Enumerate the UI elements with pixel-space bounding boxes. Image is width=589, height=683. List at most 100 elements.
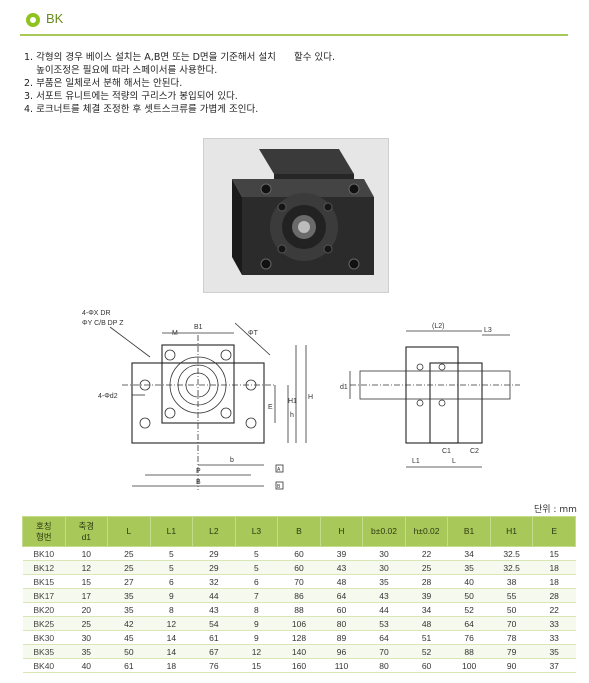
table-cell: 14 [150, 630, 193, 645]
table-cell: 12 [235, 644, 278, 659]
table-cell: 15 [65, 574, 108, 589]
dim-m-label: M [172, 330, 178, 337]
table-cell: BK40 [22, 658, 66, 673]
table-cell: 60 [320, 602, 363, 617]
column-header: B1 [447, 516, 491, 547]
table-cell: BK15 [22, 574, 66, 589]
table-cell: 15 [532, 546, 576, 561]
table-cell: 18 [532, 574, 576, 589]
table-cell: 6 [150, 574, 193, 589]
column-header: H [319, 516, 364, 547]
dim-h-label: H [308, 394, 313, 401]
table-cell: 28 [532, 588, 576, 603]
table-cell: 12 [150, 616, 193, 631]
header-divider [20, 34, 568, 36]
dim-p-label: P [196, 468, 201, 475]
table-cell: 8 [235, 602, 278, 617]
table-cell: 88 [447, 644, 491, 659]
dim-h-small-label: h [290, 412, 294, 419]
callout-1: 4-ΦX DR [82, 310, 111, 317]
table-cell: 35 [107, 602, 151, 617]
table-cell: 40 [65, 658, 108, 673]
column-header: H1 [489, 516, 534, 547]
table-cell: 29 [192, 560, 236, 575]
table-cell: 110 [320, 658, 363, 673]
table-cell: 25 [107, 560, 151, 575]
table-cell: 64 [447, 616, 491, 631]
table-cell: 61 [107, 658, 151, 673]
table-cell: 5 [150, 546, 193, 561]
table-cell: 70 [490, 616, 533, 631]
dim-l1-label: L1 [412, 458, 420, 465]
bk-support-unit-image [204, 139, 388, 292]
table-cell: 38 [490, 574, 533, 589]
section-bullet-icon [26, 13, 40, 27]
table-cell: 64 [320, 588, 363, 603]
table-cell: 12 [65, 560, 108, 575]
front-view: B1 M ΦT E h H1 H b P B A B [122, 322, 313, 490]
table-cell: 15 [235, 658, 278, 673]
table-cell: 6 [235, 574, 278, 589]
table-cell: 34 [405, 602, 448, 617]
section-header: BK [20, 6, 568, 36]
dim-b1-label: B1 [194, 324, 203, 331]
dim-e-label: E [268, 404, 273, 411]
table-cell: 35 [107, 588, 151, 603]
table-cell: 22 [405, 546, 448, 561]
technical-drawing: 4-ΦX DR ΦY C/B DP Z 4-Φd2 B1 M ΦT E h H1… [82, 310, 520, 490]
dim-pt-label: ΦT [248, 330, 259, 337]
note-item: 1. 각형의 경우 베이스 설치는 A,B면 또는 D면을 기준해서 설치 할수… [24, 52, 335, 63]
table-cell: 9 [150, 588, 193, 603]
table-cell: 30 [65, 630, 108, 645]
note-item: 3. 서포트 유니트에는 적량의 구리스가 봉입되어 있다. [24, 91, 238, 102]
table-cell: BK17 [22, 588, 66, 603]
table-cell: 76 [192, 658, 236, 673]
table-cell: 61 [192, 630, 236, 645]
table-cell: 45 [107, 630, 151, 645]
table-cell: 8 [150, 602, 193, 617]
table-cell: 128 [277, 630, 321, 645]
column-header: b±0.02 [362, 516, 406, 547]
table-cell: 42 [107, 616, 151, 631]
column-header: B [277, 516, 321, 547]
note-item: 높이조정은 필요에 따라 스페이서를 사용한다. [24, 65, 218, 76]
table-cell: 35 [362, 574, 406, 589]
table-cell: 64 [362, 630, 406, 645]
table-cell: 96 [320, 644, 363, 659]
table-cell: 37 [532, 658, 576, 673]
table-cell: 44 [362, 602, 406, 617]
table-cell: 43 [320, 560, 363, 575]
table-cell: 54 [192, 616, 236, 631]
table-cell: 32.5 [490, 560, 533, 575]
table-cell: 48 [320, 574, 363, 589]
dim-l-label: L [452, 458, 456, 465]
callout-2: ΦY C/B DP Z [82, 320, 124, 327]
column-header: L [107, 516, 151, 547]
table-cell: 29 [192, 546, 236, 561]
table-cell: 51 [405, 630, 448, 645]
table-cell: 79 [490, 644, 533, 659]
table-cell: BK25 [22, 616, 66, 631]
table-cell: 67 [192, 644, 236, 659]
table-cell: 5 [235, 546, 278, 561]
ref-b-label: B [277, 484, 281, 490]
table-cell: 40 [447, 574, 491, 589]
table-cell: 53 [362, 616, 406, 631]
table-cell: 50 [490, 602, 533, 617]
callout-3: 4-Φd2 [98, 393, 118, 400]
table-cell: 52 [447, 602, 491, 617]
table-cell: 106 [277, 616, 321, 631]
notes-list: 1. 각형의 경우 베이스 설치는 A,B면 또는 D면을 기준해서 설치 할수… [24, 51, 335, 116]
dim-l3-label: L3 [484, 327, 492, 334]
table-cell: 9 [235, 616, 278, 631]
table-cell: 60 [277, 546, 321, 561]
table-cell: 80 [320, 616, 363, 631]
